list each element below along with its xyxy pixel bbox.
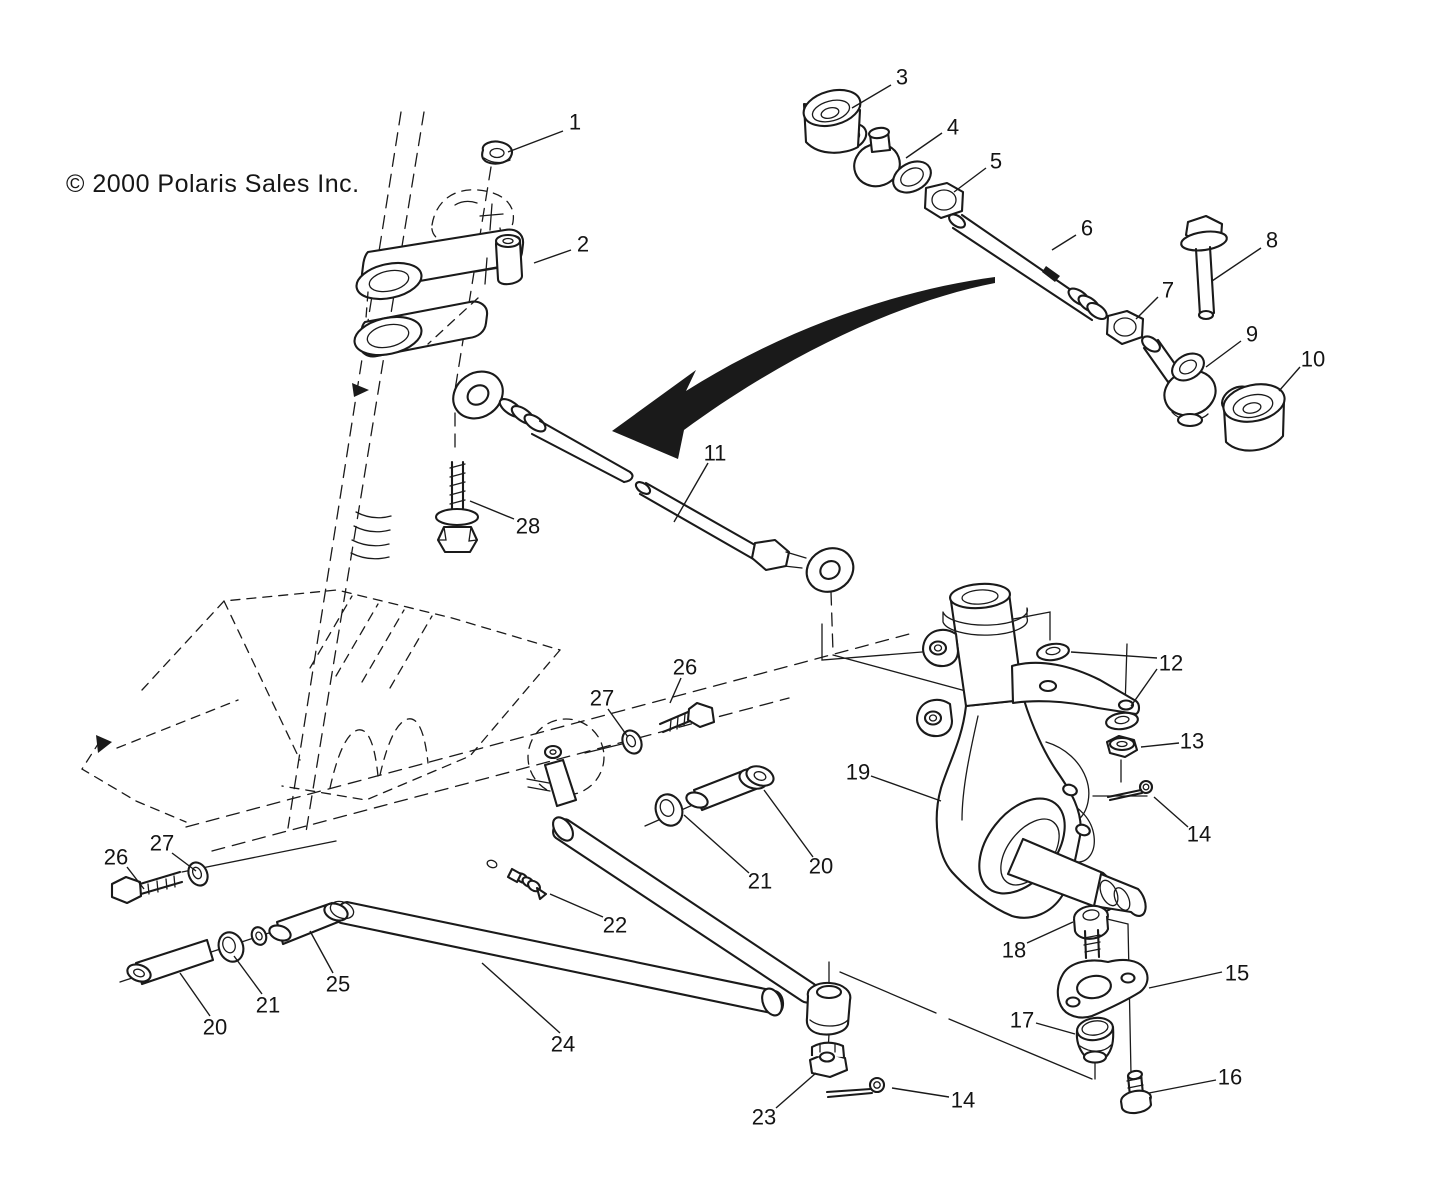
- callout-1-0: 1: [507, 110, 581, 153]
- callout-3-2: 3: [851, 65, 908, 109]
- callout-label-8: 8: [1266, 228, 1278, 253]
- copyright-text: © 2000 Polaris Sales Inc.: [66, 170, 360, 198]
- callout-label-2: 2: [577, 232, 589, 257]
- callout-label-21: 21: [748, 869, 772, 894]
- callout-10-9: 10: [1278, 347, 1325, 392]
- tie-rod-inner: [434, 370, 855, 593]
- callout-27-30: 27: [590, 686, 629, 738]
- balljoint-cup-17: [1075, 1016, 1115, 1064]
- callout-label-19: 19: [846, 760, 870, 785]
- callout-label-1: 1: [569, 110, 581, 135]
- cotter-pin-14-right: [1106, 779, 1154, 802]
- callout-2-1: 2: [533, 232, 589, 264]
- callout-26-29: 26: [669, 655, 697, 704]
- callout-label-17: 17: [1010, 1008, 1034, 1033]
- callout-18-17: 18: [1002, 921, 1074, 963]
- callout-label-28: 28: [516, 514, 540, 539]
- callout-label-22: 22: [603, 913, 627, 938]
- a-arm: [110, 701, 886, 1099]
- callout-15-14: 15: [1148, 961, 1249, 989]
- callout-label-14: 14: [951, 1088, 975, 1113]
- callout-20-19: 20: [763, 789, 833, 879]
- callout-label-16: 16: [1218, 1065, 1242, 1090]
- bolt-28: [434, 460, 480, 554]
- callout-layer: 1234567891011121314151617181920212223242…: [104, 65, 1325, 1130]
- callout-label-26: 26: [104, 845, 128, 870]
- callout-label-20: 20: [203, 1015, 227, 1040]
- cotter-pin-14-bottom: [825, 1076, 886, 1099]
- callout-label-10: 10: [1301, 347, 1325, 372]
- grease-fitting: [506, 867, 548, 901]
- callout-21-20: 21: [683, 814, 772, 894]
- callout-label-27: 27: [590, 686, 614, 711]
- callout-label-14: 14: [1187, 822, 1211, 847]
- callout-14-32: 14: [891, 1087, 975, 1113]
- callout-label-27: 27: [150, 831, 174, 856]
- tie-rod-outer-parts: [802, 88, 1286, 452]
- callout-label-20: 20: [809, 854, 833, 879]
- callout-17-16: 17: [1010, 1008, 1076, 1035]
- callout-14-13: 14: [1153, 796, 1211, 847]
- callout-label-18: 18: [1002, 938, 1026, 963]
- callout-label-4: 4: [947, 115, 959, 140]
- callout-7-6: 7: [1135, 278, 1174, 320]
- callout-label-25: 25: [326, 972, 350, 997]
- castle-nut-23: [808, 1041, 849, 1079]
- callout-label-7: 7: [1162, 278, 1174, 303]
- callout-23-22: 23: [752, 1072, 817, 1130]
- callout-19-18: 19: [846, 760, 942, 802]
- callout-9-8: 9: [1205, 322, 1258, 368]
- callout-24-23: 24: [481, 962, 575, 1057]
- callout-label-6: 6: [1081, 216, 1093, 241]
- callout-26-25: 26: [104, 845, 145, 890]
- steering-knuckle: [916, 582, 1147, 919]
- callout-6-5: 6: [1051, 216, 1093, 251]
- bolt-26-right: [658, 701, 716, 734]
- callout-label-15: 15: [1225, 961, 1249, 986]
- bolt-26-left: [110, 870, 184, 905]
- callout-25-24: 25: [309, 930, 350, 997]
- frame-hidden-lines: [81, 111, 923, 852]
- nut-13: [1105, 734, 1139, 759]
- steering-clevis: [353, 140, 525, 358]
- callout-8-7: 8: [1211, 228, 1278, 282]
- callout-22-21: 22: [549, 893, 627, 938]
- callout-27-26: 27: [150, 831, 197, 872]
- callout-label-26: 26: [673, 655, 697, 680]
- callout-label-24: 24: [551, 1032, 575, 1057]
- stud-hardware: [1036, 642, 1154, 802]
- callout-13-12: 13: [1140, 729, 1204, 754]
- direction-arrow: [612, 277, 995, 459]
- callout-11-10: 11: [673, 441, 727, 523]
- bolt-18: [1072, 904, 1110, 960]
- callout-28-31: 28: [469, 500, 540, 539]
- callout-label-3: 3: [896, 65, 908, 90]
- callout-label-23: 23: [752, 1105, 776, 1130]
- callout-label-11: 11: [704, 441, 727, 466]
- callout-label-12: 12: [1159, 651, 1183, 676]
- callout-12-11: 12: [1070, 651, 1183, 707]
- callout-4-3: 4: [905, 115, 959, 159]
- balljoint-hardware: [1056, 904, 1153, 1115]
- callout-16-15: 16: [1148, 1065, 1242, 1094]
- callout-label-9: 9: [1246, 322, 1258, 347]
- callout-label-13: 13: [1180, 729, 1204, 754]
- callout-label-5: 5: [990, 149, 1002, 174]
- callout-21-28: 21: [233, 955, 280, 1018]
- callout-5-4: 5: [953, 149, 1002, 193]
- bolt-16: [1119, 1069, 1153, 1115]
- callout-label-21: 21: [256, 993, 280, 1018]
- callout-20-27: 20: [179, 972, 227, 1040]
